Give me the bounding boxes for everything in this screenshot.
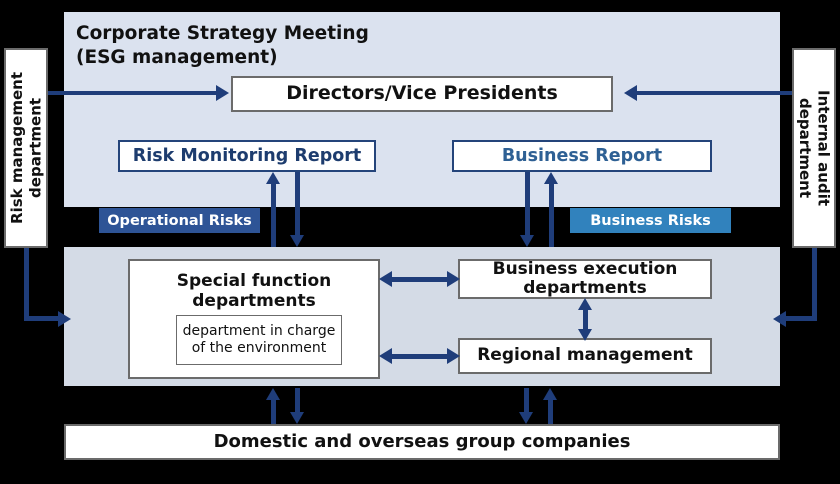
arrow-group-to-biz-up-head <box>543 388 557 400</box>
arrow-special-to-regional-head-left <box>379 348 392 364</box>
arrow-audit-dept-to-directors-head <box>624 85 637 101</box>
directors-vice-presidents-box: Directors/Vice Presidents <box>231 76 613 112</box>
group-companies-box: Domestic and overseas group companies <box>64 424 780 460</box>
arrow-risk-dept-elbow-head <box>58 311 71 327</box>
page-title: Corporate Strategy Meeting (ESG manageme… <box>76 23 369 68</box>
arrow-risk-dept-to-directors-head <box>216 85 229 101</box>
arrow-biz-exec-to-regional-line <box>583 306 588 332</box>
arrow-special-to-group-down-head <box>290 412 304 424</box>
arrow-risk-dept-to-directors-line <box>48 91 218 95</box>
arrow-special-to-biz-exec-head-right <box>447 271 460 287</box>
environment-department-box: department in charge of the environment <box>176 315 342 365</box>
arrow-risk-report-down-line <box>295 172 300 235</box>
arrow-special-to-biz-exec-line <box>390 277 450 282</box>
regional-management-box: Regional management <box>458 338 712 374</box>
arrow-biz-exec-to-regional-head-up <box>578 298 592 310</box>
arrow-audit-dept-elbow-head <box>773 311 786 327</box>
arrow-business-report-down-head <box>520 235 534 247</box>
arrow-biz-exec-to-regional-head-down <box>578 329 592 341</box>
special-function-departments-box: Special function departments department … <box>128 259 380 379</box>
internal-audit-department-box: Internal audit department <box>792 48 836 248</box>
risk-monitoring-report-box: Risk Monitoring Report <box>118 140 376 172</box>
arrow-special-to-regional-head-right <box>447 348 460 364</box>
arrow-audit-dept-elbow-horizontal <box>786 316 817 321</box>
special-function-departments-label: Special function departments <box>176 271 332 311</box>
business-execution-departments-box: Business execution departments <box>458 259 712 299</box>
arrow-biz-to-group-down-head <box>519 412 533 424</box>
arrow-business-report-down-line <box>525 172 530 235</box>
arrow-business-report-up-line <box>549 184 554 247</box>
arrow-special-to-biz-exec-head-left <box>379 271 392 287</box>
business-risks-badge: Business Risks <box>570 208 731 233</box>
risk-management-department-label: Risk management department <box>7 72 44 224</box>
arrow-risk-report-up-head <box>266 172 280 184</box>
arrow-business-report-up-head <box>544 172 558 184</box>
arrow-group-to-special-up-head <box>266 388 280 400</box>
arrow-group-to-special-up-line <box>271 399 276 424</box>
risk-management-department-box: Risk management department <box>4 48 48 248</box>
arrow-risk-report-up-line <box>271 184 276 247</box>
arrow-risk-dept-elbow-horizontal <box>24 316 60 321</box>
business-report-box: Business Report <box>452 140 712 172</box>
arrow-special-to-regional-line <box>390 354 450 359</box>
arrow-biz-to-group-down-line <box>524 388 529 413</box>
arrow-risk-report-down-head <box>290 235 304 247</box>
arrow-group-to-biz-up-line <box>548 399 553 424</box>
arrow-risk-dept-elbow-vertical <box>24 248 29 321</box>
operational-risks-badge: Operational Risks <box>99 208 260 233</box>
arrow-audit-dept-elbow-vertical <box>812 248 817 321</box>
arrow-audit-dept-to-directors-line <box>637 91 792 95</box>
internal-audit-department-label: Internal audit department <box>796 89 833 206</box>
arrow-special-to-group-down-line <box>295 388 300 413</box>
